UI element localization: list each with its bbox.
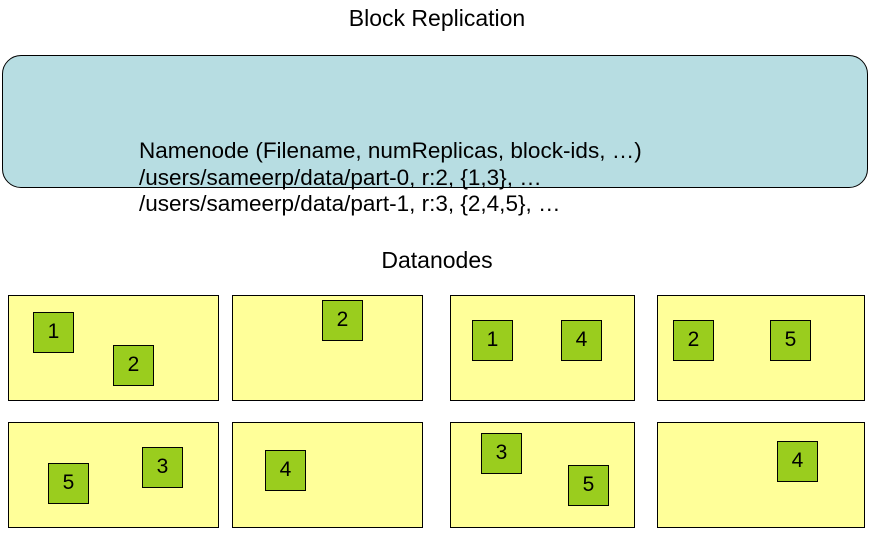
namenode-file-line-1: /users/sameerp/data/part-1, r:3, {2,4,5}…	[139, 191, 561, 216]
block-replica-2[interactable]: 2	[322, 300, 363, 341]
namenode-text-block: Namenode (Filename, numReplicas, block-i…	[139, 138, 642, 218]
block-replica-4[interactable]: 4	[561, 320, 602, 361]
page-title: Block Replication	[348, 5, 526, 31]
block-replica-5[interactable]: 5	[568, 465, 609, 506]
block-replica-4[interactable]: 4	[265, 450, 306, 491]
block-replica-2[interactable]: 2	[673, 320, 714, 361]
datanodes-section-label: Datanodes	[381, 247, 493, 273]
datanode-7[interactable]	[657, 422, 865, 528]
block-replica-3[interactable]: 3	[481, 433, 522, 474]
block-replica-1[interactable]: 1	[33, 312, 74, 353]
namenode-container: Namenode (Filename, numReplicas, block-i…	[2, 55, 868, 216]
datanode-5[interactable]	[232, 422, 423, 528]
block-replica-5[interactable]: 5	[48, 463, 89, 504]
block-replica-1[interactable]: 1	[472, 320, 513, 361]
block-replica-4[interactable]: 4	[777, 441, 818, 482]
datanode-4[interactable]	[8, 422, 219, 528]
block-replica-5[interactable]: 5	[770, 320, 811, 361]
namenode-file-line-0: /users/sameerp/data/part-0, r:2, {1,3}, …	[139, 164, 542, 190]
namenode-schema-line: Namenode (Filename, numReplicas, block-i…	[139, 138, 642, 163]
block-replica-2[interactable]: 2	[113, 345, 154, 386]
block-replica-3[interactable]: 3	[142, 447, 183, 488]
